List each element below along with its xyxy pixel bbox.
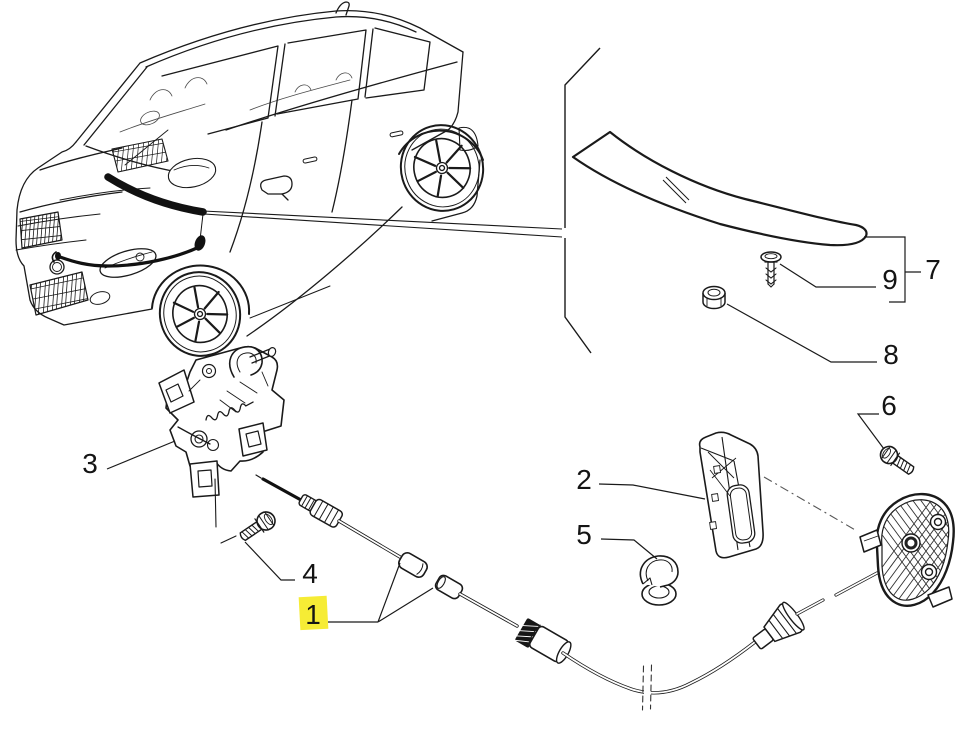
callout-5: 5 xyxy=(576,519,658,560)
handle-tab xyxy=(859,529,882,553)
upper-grille xyxy=(19,211,63,249)
callout-7: 7 xyxy=(864,236,941,303)
callout-9: 9 xyxy=(779,263,898,295)
callout-5-label[interactable]: 5 xyxy=(576,519,592,550)
handle-part xyxy=(859,492,955,608)
callout-3-label[interactable]: 3 xyxy=(82,448,98,479)
cable-part xyxy=(255,474,879,711)
latch-spring xyxy=(205,401,254,421)
car-illustration xyxy=(15,1,485,357)
headlight xyxy=(99,248,157,278)
callout-6: 6 xyxy=(856,390,897,450)
cable-boot xyxy=(752,601,805,650)
callout-2-label[interactable]: 2 xyxy=(576,464,592,495)
bolt-part-6 xyxy=(879,445,915,475)
brand-badge xyxy=(49,259,65,275)
callout-1-leader xyxy=(328,562,434,623)
engine-bay xyxy=(104,129,217,216)
callout-7-label[interactable]: 7 xyxy=(925,254,941,285)
cowl-trim-part xyxy=(571,130,868,247)
bolt-part-4 xyxy=(239,511,276,542)
callout-5-leader xyxy=(600,538,658,560)
front-wheel xyxy=(158,271,242,357)
callout-3-leader xyxy=(106,440,176,470)
callout-8-label[interactable]: 8 xyxy=(883,339,899,370)
section-bracket xyxy=(564,47,601,354)
latch-part xyxy=(158,345,285,544)
cowl-trim-on-car xyxy=(104,173,207,216)
callout-2-leader xyxy=(598,483,706,500)
callout-4-leader xyxy=(244,541,295,581)
housing-part-2 xyxy=(698,431,764,559)
callout-1-label[interactable]: 1 xyxy=(305,599,321,630)
lower-grille xyxy=(29,271,89,316)
cable-grommet xyxy=(514,618,542,648)
callout-9-leader xyxy=(779,263,876,288)
cable-break-marks xyxy=(641,664,653,711)
callout-3: 3 xyxy=(82,440,176,479)
callout-1-highlight[interactable] xyxy=(298,595,329,631)
callout-8: 8 xyxy=(726,303,899,370)
callout-6-label[interactable]: 6 xyxy=(881,390,897,421)
callout-4-label[interactable]: 4 xyxy=(302,558,318,589)
callout-8-leader xyxy=(726,303,877,363)
latch-hook xyxy=(229,345,263,378)
section-leader-lines xyxy=(202,210,563,238)
cable-route-on-car xyxy=(51,213,206,268)
rivet-part xyxy=(760,251,782,288)
nut-part xyxy=(702,285,726,310)
clip-part xyxy=(639,555,679,606)
callout-6-leader xyxy=(856,413,885,450)
callout-1-highlighted: 1 xyxy=(298,562,434,631)
door-mirror xyxy=(260,175,293,195)
assembly-axis-dashed xyxy=(763,476,858,532)
callout-9-label[interactable]: 9 xyxy=(882,264,898,295)
callout-7-bracket xyxy=(864,236,921,303)
antenna xyxy=(335,1,350,16)
callout-4: 4 xyxy=(244,541,318,589)
callout-2: 2 xyxy=(576,464,706,500)
